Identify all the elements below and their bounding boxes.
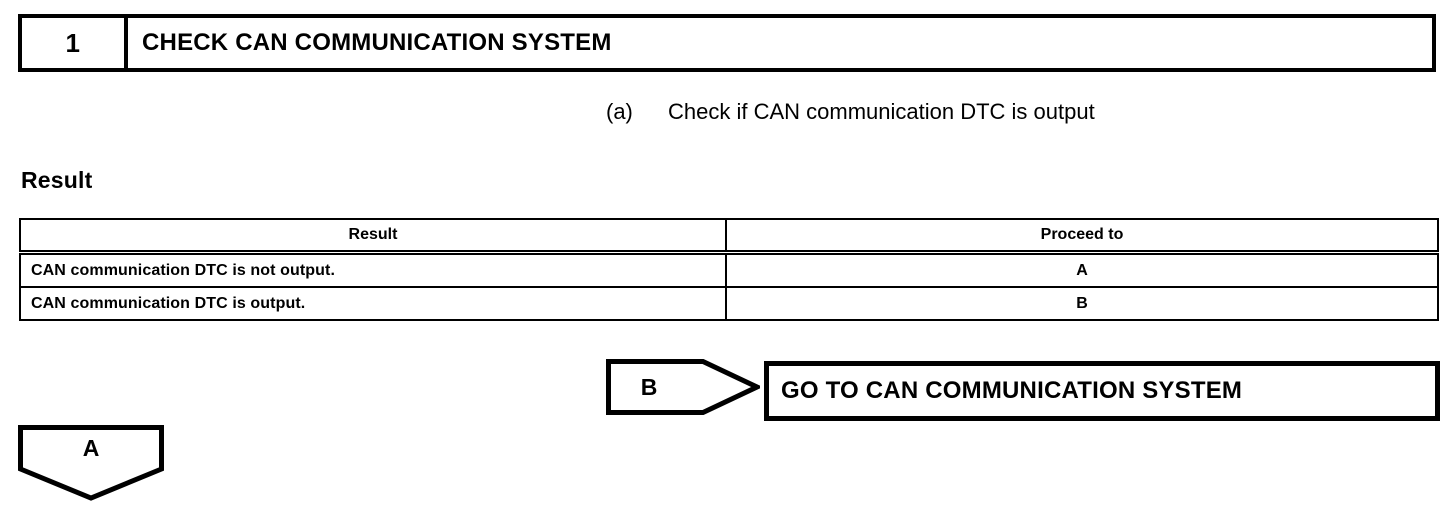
header-rule-right (726, 250, 1438, 254)
procedure-line: (a) Check if CAN communication DTC is ou… (606, 99, 1095, 125)
column-header-proceed-to: Proceed to (725, 218, 1439, 252)
table-row: CAN communication DTC is output. B (19, 286, 1439, 321)
proceed-to-cell: A (725, 253, 1439, 288)
connector-a-label: A (82, 434, 100, 461)
pentagon-right-arrow-icon (606, 359, 760, 415)
result-cell: CAN communication DTC is output. (19, 286, 727, 321)
proceed-to-cell: B (725, 286, 1439, 321)
connector-b-label: B (640, 373, 658, 400)
step-header: 1 CHECK CAN COMMUNICATION SYSTEM (18, 14, 1436, 72)
table-header-double-rule (20, 250, 1438, 254)
goto-box-label: GO TO CAN COMMUNICATION SYSTEM (781, 377, 1243, 404)
pentagon-down-arrow-icon (18, 425, 164, 501)
goto-can-communication-system-box[interactable]: GO TO CAN COMMUNICATION SYSTEM (764, 361, 1440, 421)
result-caption: Result (21, 167, 93, 193)
column-header-result: Result (19, 218, 727, 252)
table-row: CAN communication DTC is not output. A (19, 253, 1439, 288)
step-number: 1 (22, 18, 128, 68)
procedure-text: Check if CAN communication DTC is output (668, 99, 1095, 124)
header-rule-left (20, 250, 726, 254)
step-title: CHECK CAN COMMUNICATION SYSTEM (142, 29, 612, 56)
table-body: CAN communication DTC is not output. A C… (19, 253, 1439, 321)
table-header-row: Result Proceed to (19, 218, 1439, 252)
table-header: Result Proceed to (19, 218, 1439, 254)
result-cell: CAN communication DTC is not output. (19, 253, 727, 288)
connector-a-marker: A (18, 425, 164, 501)
connector-b-arrow: B (606, 359, 760, 415)
procedure-marker: (a) (606, 99, 633, 124)
result-table: Result Proceed to CAN communication DTC … (19, 218, 1439, 321)
